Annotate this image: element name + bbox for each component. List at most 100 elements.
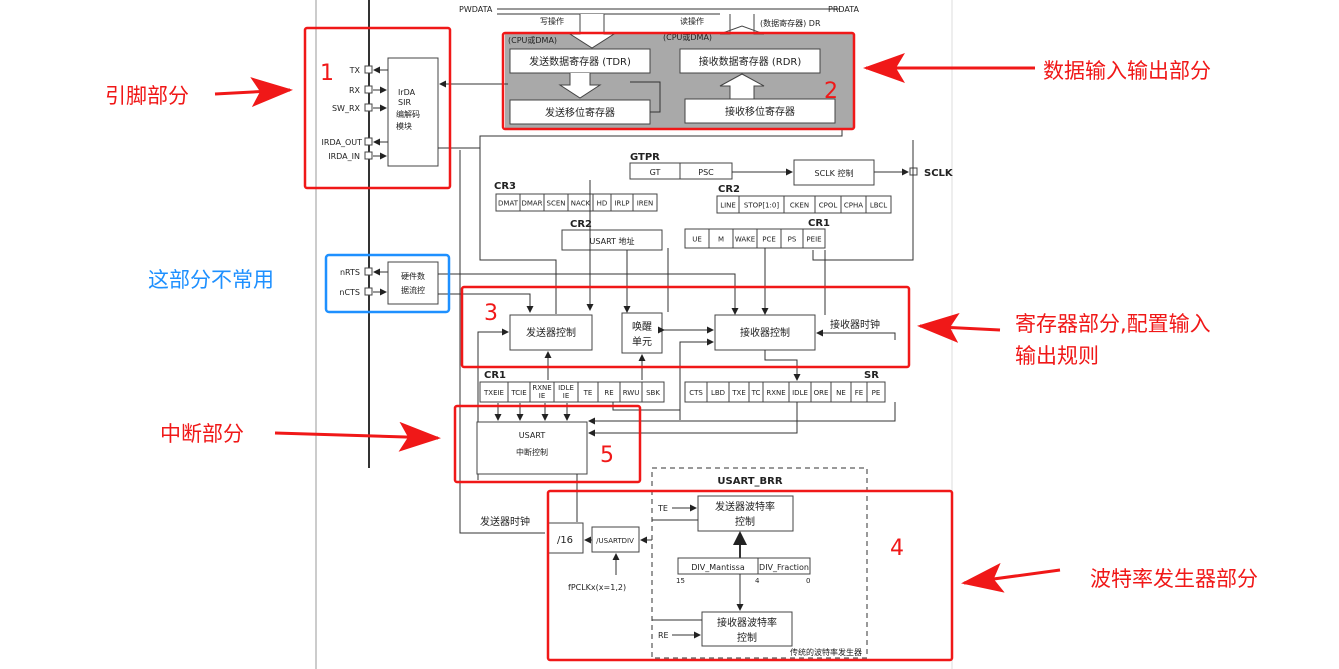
usartdiv-box	[591, 526, 640, 553]
tx-control-label: 发送器控制	[526, 326, 576, 339]
pin-irda-in-label: IRDA_IN	[328, 152, 360, 161]
baud-section-box	[546, 489, 954, 662]
sr-field-label: ORE	[814, 389, 829, 397]
pin-irda-out	[364, 137, 373, 146]
sr-field-label: RXNE	[766, 389, 785, 397]
cr2-field-label: CKEN	[790, 202, 809, 210]
sr-field-pe	[866, 381, 886, 403]
sclk-control-box	[793, 159, 875, 186]
pin-rx	[364, 85, 373, 94]
cr1b-field-label: IDLE	[558, 384, 574, 392]
usart-address-label: USART 地址	[590, 236, 635, 246]
tx-shift-register-box	[509, 99, 651, 125]
cr1b-field-sbk	[641, 381, 665, 403]
sr-field-label: TXE	[731, 389, 746, 397]
pin-nrts	[364, 267, 373, 276]
cr1b-field-label: TXEIE	[483, 389, 504, 397]
section-number-4: 4	[890, 536, 904, 561]
tx-baud-line-1: 发送器波特率	[715, 500, 775, 513]
flow-control-section-box	[324, 253, 451, 314]
section-number-2: 2	[824, 79, 838, 104]
rx-control-box	[714, 314, 816, 351]
cr2-field-label: LINE	[720, 202, 736, 210]
cr1-top-title: CR1	[808, 218, 830, 229]
gtpr-psc-label: PSC	[698, 168, 714, 177]
pwdata-label: PWDATA	[459, 5, 493, 14]
wakeup-line-2: 单元	[632, 336, 652, 348]
pin-tx-label: TX	[349, 66, 361, 75]
cr1-field-label: PCE	[762, 236, 776, 244]
cr3-field-iren	[632, 193, 658, 212]
cr3-field-label: SCEN	[547, 200, 566, 208]
cr1b-field-label: TE	[583, 389, 593, 397]
write-op-label: 写操作	[540, 16, 564, 26]
pins-arrow-icon	[214, 77, 293, 108]
div-fraction-field	[757, 557, 811, 575]
cpu-dma-left: (CPU或DMA)	[508, 35, 557, 45]
data-io-section-box	[501, 31, 856, 131]
flow-control-annotation: 这部分不常用	[148, 268, 274, 292]
cr3-field-label: DMAT	[498, 200, 519, 208]
pin-rx-label: RX	[349, 86, 361, 95]
pin-irda-out-label: IRDA_OUT	[322, 138, 363, 147]
dr-label: (数据寄存器) DR	[760, 18, 821, 28]
baud-arrow-icon	[961, 562, 1061, 593]
cr1b-field-label: RXNE	[532, 384, 551, 392]
irda-block	[387, 57, 439, 167]
hw-flow-line-2: 据流控	[401, 285, 425, 295]
cr1b-field-label: RE	[604, 389, 613, 397]
cpu-dma-right: (CPU或DMA)	[663, 32, 712, 42]
div16-label: /16	[557, 535, 573, 546]
cr1b-field-label: TCIE	[510, 389, 526, 397]
cr3-title: CR3	[494, 181, 516, 192]
sr-field-label: IDLE	[792, 389, 808, 397]
cr3-field-label: IREN	[637, 200, 654, 208]
register-section-box	[460, 285, 911, 369]
bit0-label: 0	[806, 577, 810, 585]
interrupt-line-2: 中断控制	[516, 447, 548, 457]
tx-shift-register-label: 发送移位寄存器	[545, 106, 615, 119]
registers-annotation-line-2: 输出规则	[1015, 344, 1099, 368]
sr-field-label: LBD	[711, 389, 725, 397]
pin-tx	[364, 65, 373, 74]
registers-annotation-line-1: 寄存器部分,配置输入	[1015, 312, 1211, 336]
cr3-field-label: IRLP	[614, 200, 629, 208]
interrupt-control-box	[476, 421, 588, 475]
rx-baud-line-1: 接收器波特率	[717, 616, 777, 629]
div-mantissa-label: DIV_Mantissa	[691, 563, 745, 572]
cr2-addr-title: CR2	[570, 219, 592, 230]
cr1-field-label: PS	[788, 236, 797, 244]
interrupt-arrow-icon	[274, 421, 441, 452]
usart-brr-title: USART_BRR	[717, 476, 782, 487]
apb-bus: PWDATA PRDATA 写操作 读操作 (数据寄存器) DR	[459, 5, 860, 28]
cr1b-field-label: SBK	[646, 389, 660, 397]
wakeup-line-1: 唤醒	[632, 320, 652, 333]
cr1-field-peie	[802, 228, 826, 249]
sr-title: SR	[864, 370, 879, 381]
rdr-box	[679, 48, 821, 74]
pins-section-box	[303, 26, 452, 190]
baud-annotation: 波特率发生器部分	[1090, 567, 1258, 591]
pin-irda-in	[364, 151, 373, 160]
cr1-field-label: WAKE	[735, 236, 755, 244]
cr3-field-label: DMAR	[521, 200, 542, 208]
tx-baud-line-2: 控制	[735, 515, 755, 528]
sclk-control-label: SCLK 控制	[815, 168, 854, 178]
section-number-1: 1	[320, 61, 334, 86]
pin-ncts-label: nCTS	[339, 288, 360, 297]
rdr-label: 接收数据寄存器 (RDR)	[699, 55, 802, 68]
cr2-top-title: CR2	[718, 184, 740, 195]
legacy-baud-generator	[651, 467, 868, 659]
irda-line-4: 模块	[396, 121, 412, 131]
cr1b-field-label: RWU	[623, 389, 640, 397]
sr-field-label: PE	[872, 389, 881, 397]
sr-field-label: TC	[751, 389, 761, 397]
tx-control-box	[509, 314, 593, 351]
div-fraction-label: DIV_Fraction	[759, 563, 809, 572]
section-number-5: 5	[600, 443, 614, 468]
